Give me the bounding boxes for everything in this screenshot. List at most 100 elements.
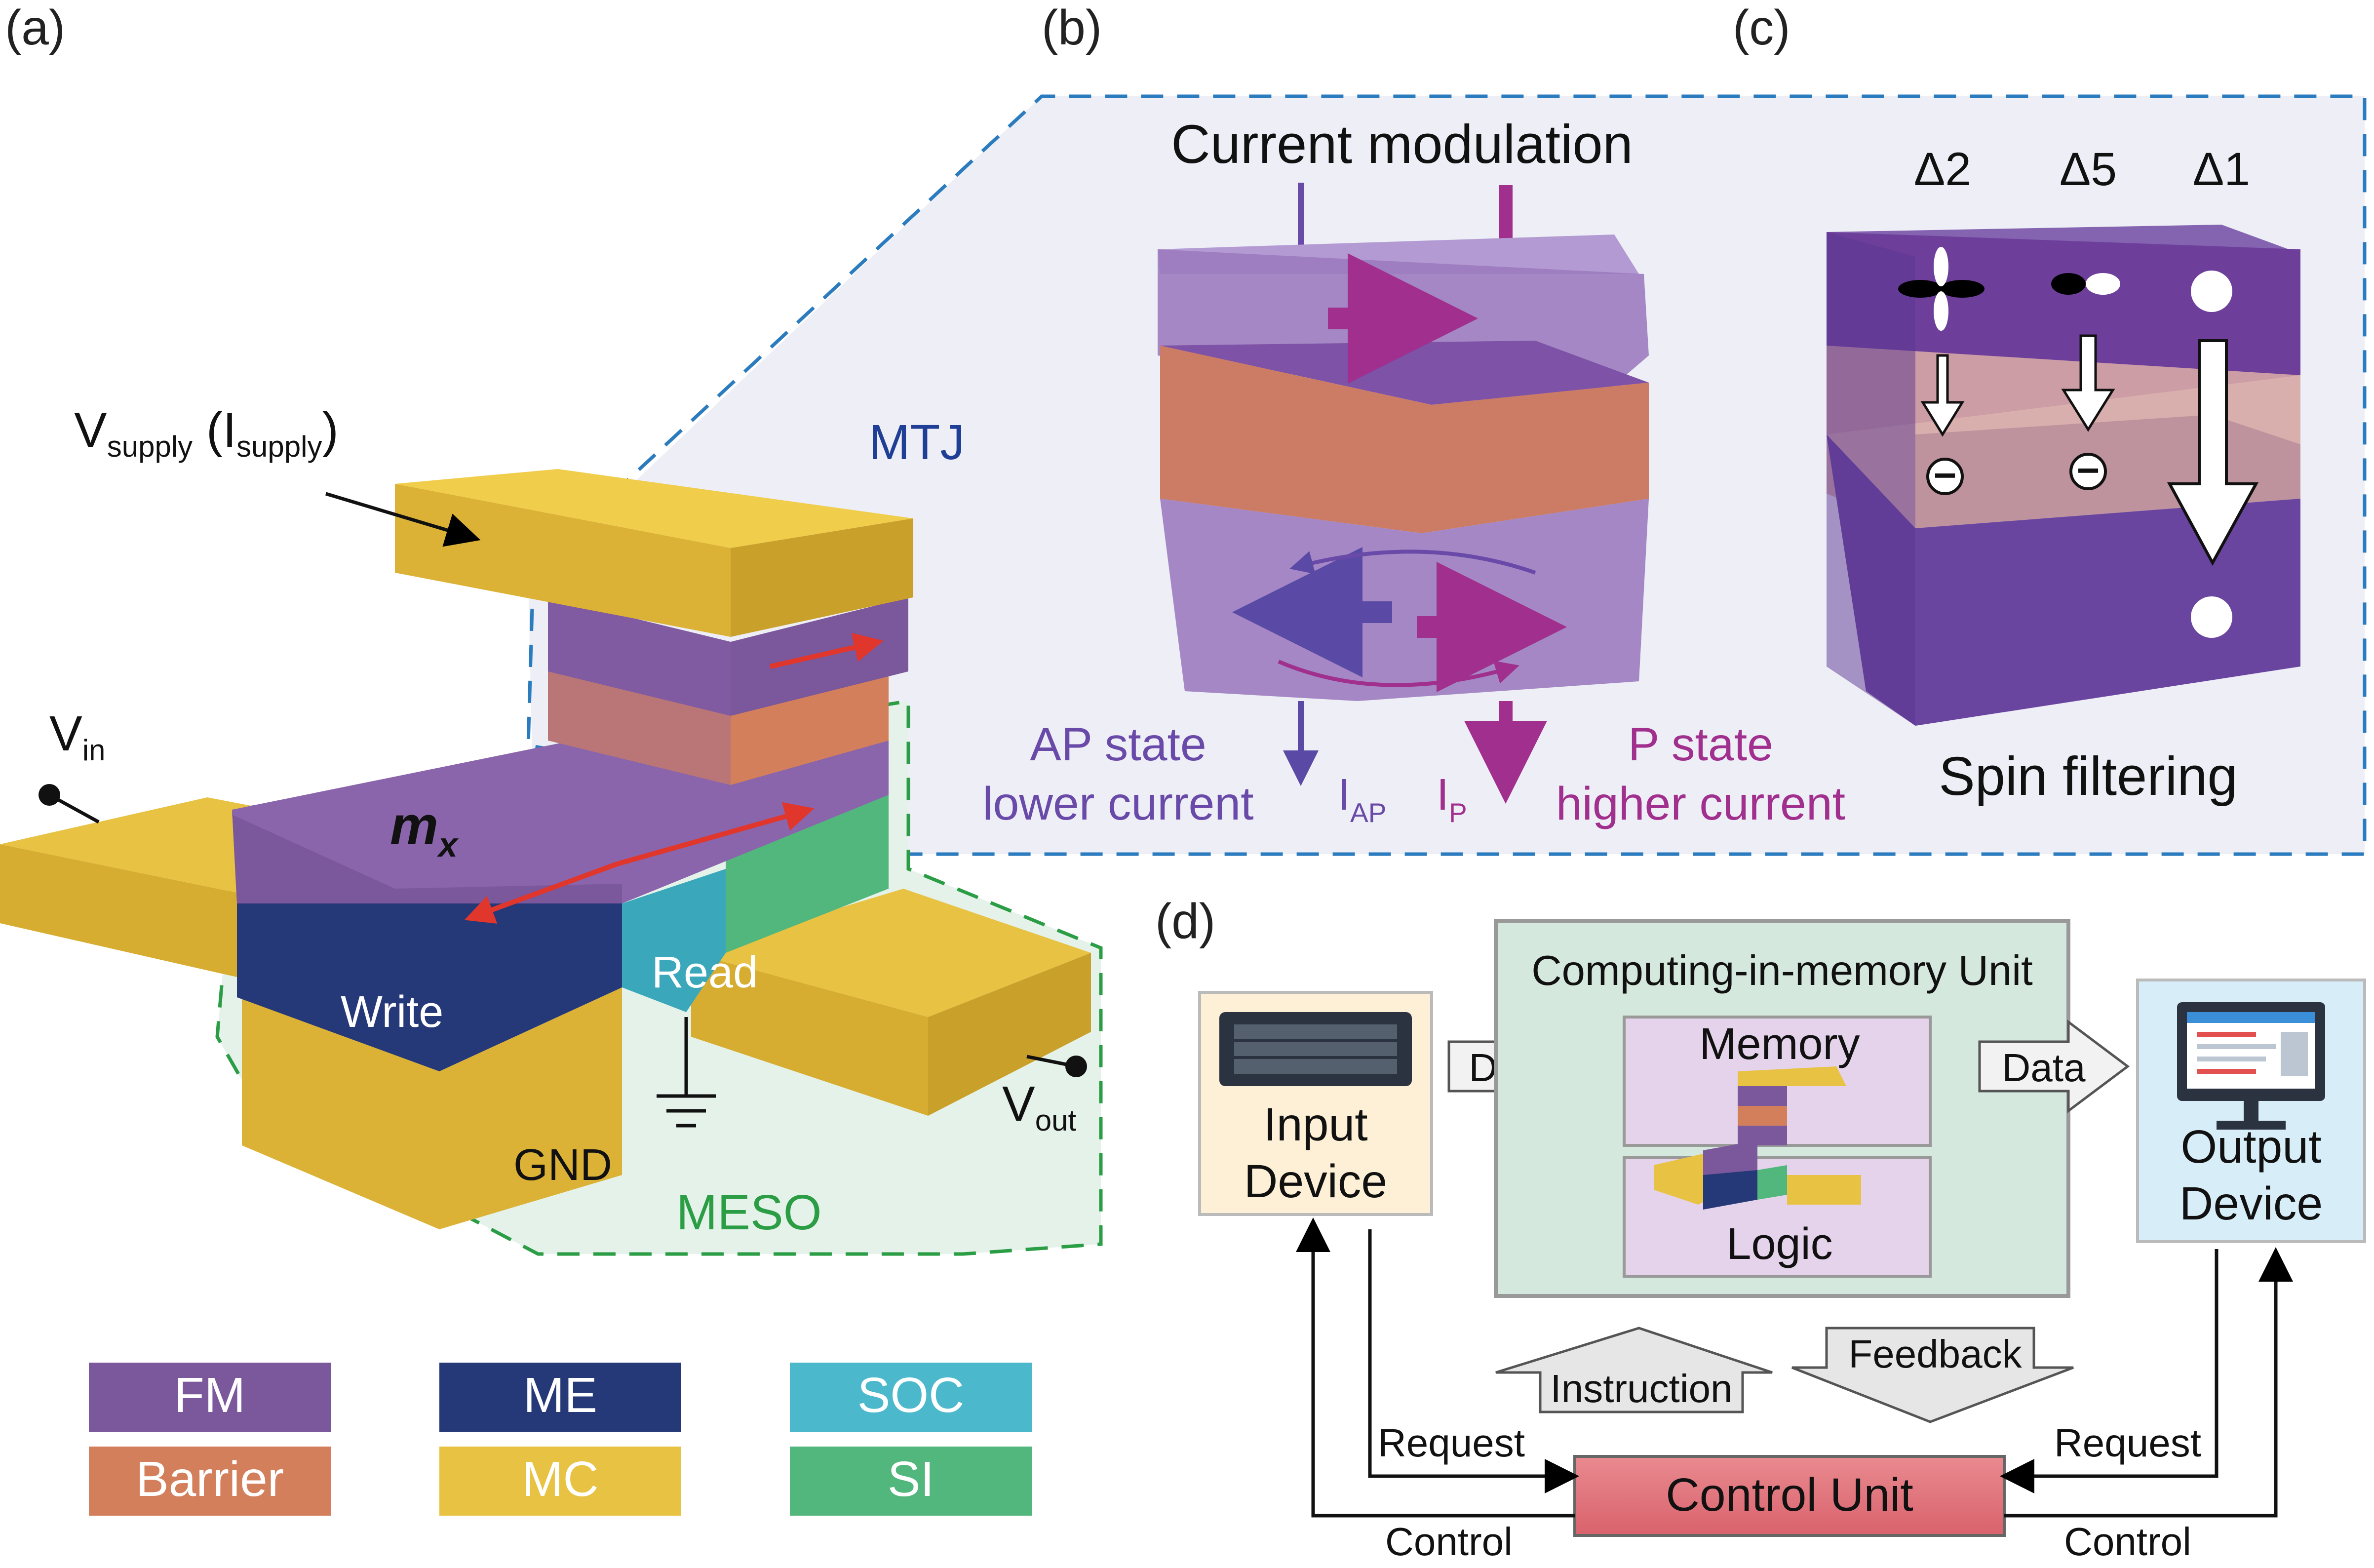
mtj-label: MTJ <box>869 415 965 470</box>
sf-block-lower <box>1827 434 2300 726</box>
vout-terminal <box>1065 1056 1087 1077</box>
request-left-label: Request <box>1378 1421 1525 1465</box>
legend-label-mc: MC <box>522 1451 599 1507</box>
mc-output-bar-side <box>928 953 1091 1116</box>
mtj-barrier-layer <box>1160 346 1649 533</box>
cim-unit-title: Computing-in-memory Unit <box>1531 947 2033 994</box>
gnd-label: GND <box>513 1140 612 1190</box>
input-device-line1: Input <box>1263 1098 1367 1151</box>
legend-swatch-si <box>790 1447 1032 1516</box>
mtj-side <box>548 597 731 785</box>
legend-label-soc: SOC <box>857 1368 965 1423</box>
legend-label-me: ME <box>523 1368 597 1423</box>
control-right-label: Control <box>2064 1520 2191 1564</box>
i-p-label: IP <box>1437 770 1467 828</box>
vout-label: Vout <box>1002 1076 1076 1137</box>
delta1-orbital-icon <box>2191 271 2232 312</box>
meso-device <box>0 469 1091 1229</box>
legend-swatch-barrier <box>89 1447 331 1516</box>
control-unit-label: Control Unit <box>1666 1469 1913 1521</box>
control-left-label: Control <box>1385 1520 1513 1564</box>
feedback-label: Feedback <box>1848 1332 2022 1376</box>
mtj-current-modulation <box>1158 183 1649 804</box>
legend-swatch-fm <box>89 1363 331 1432</box>
mtj-barrier <box>548 671 889 785</box>
feedback-arrow <box>1791 1327 2074 1423</box>
delta5-orbital-icon <box>2051 273 2120 295</box>
vin-label: Vin <box>49 706 105 767</box>
legend-swatch-soc <box>790 1363 1032 1432</box>
mc-output-bar-top <box>691 889 1091 1017</box>
delta5-arrow <box>2061 334 2115 432</box>
sf-block-side <box>1827 232 1915 726</box>
monitor-icon <box>2177 1002 2325 1130</box>
mx-label: mx <box>390 795 459 864</box>
vsupply-lead <box>325 492 481 547</box>
p-state-line1: P state <box>1628 718 1773 771</box>
output-device-line2: Device <box>2179 1177 2323 1230</box>
current-modulation-title: Current modulation <box>1171 114 1633 175</box>
delta1-label: Δ1 <box>2193 143 2250 196</box>
legend-swatch-me <box>439 1363 681 1432</box>
mc-gnd-bar-front <box>242 987 622 1229</box>
request-right-label: Request <box>2054 1421 2201 1465</box>
write-label: Write <box>341 987 443 1037</box>
meso-label: MESO <box>676 1185 821 1240</box>
data-arrow-right <box>1978 1019 2130 1113</box>
legend-label-si: SI <box>888 1451 934 1507</box>
mtj-magnetization-arrow <box>769 632 884 669</box>
ground-symbol <box>657 1017 716 1128</box>
keyboard-icon <box>1219 1012 1412 1086</box>
delta2-arrow <box>1920 354 1965 437</box>
vsupply-label: Vsupply (Isupply) <box>74 402 339 463</box>
ap-state-line1: AP state <box>1030 718 1206 771</box>
instruction-label: Instruction <box>1550 1367 1732 1411</box>
mc-supply-bar-top <box>395 469 913 548</box>
delta2-orbital-icon <box>1898 247 1985 331</box>
panel-label-b: (b) <box>1042 0 1102 55</box>
panel-label-d: (d) <box>1155 894 1215 949</box>
control-line-left <box>1296 1217 1575 1518</box>
architecture-diagram: Input Device Data Computing-in-memory Un… <box>1198 919 2366 1564</box>
input-device-line2: Device <box>1244 1155 1387 1208</box>
memory-label: Memory <box>1699 1019 1860 1069</box>
request-line-left <box>1368 1229 1579 1493</box>
panel-label-c: (c) <box>1733 0 1790 55</box>
electron-delta2-icon <box>1926 458 1964 495</box>
legend: FM ME SOC Barrier MC SI <box>89 1363 1032 1516</box>
control-line-right <box>2004 1247 2293 1518</box>
request-line-right <box>2000 1249 2218 1493</box>
spin-filtering-caption: Spin filtering <box>1939 746 2237 807</box>
output-device-line1: Output <box>2180 1121 2321 1173</box>
mx-arrow-left <box>464 862 618 924</box>
switching-arc-top <box>1289 549 1536 575</box>
legend-label-fm: FM <box>174 1368 245 1423</box>
electron-delta2-minus: − <box>1934 453 1957 497</box>
p-state-line2: higher current <box>1556 778 1845 830</box>
electron-delta5-icon <box>2069 453 2107 490</box>
mini-meso-icon <box>1654 1066 1861 1210</box>
delta2-label: Δ2 <box>1914 143 1971 196</box>
switching-arc-bottom <box>1278 660 1519 687</box>
panel-label-a: (a) <box>5 0 65 55</box>
legend-swatch-mc <box>439 1447 681 1516</box>
transmitted-electron-icon <box>2191 596 2232 638</box>
ap-state-line2: lower current <box>982 778 1253 830</box>
instruction-arrow <box>1495 1327 1773 1413</box>
delta1-arrow <box>2167 339 2259 566</box>
me-write-block <box>237 903 622 1071</box>
electron-delta5-minus: − <box>2077 448 2100 492</box>
mc-supply-bar-side <box>731 518 913 637</box>
delta5-label: Δ5 <box>2060 143 2117 196</box>
logic-label: Logic <box>1726 1219 1832 1269</box>
control-unit-box <box>1573 1455 2006 1537</box>
soc-read-block <box>622 869 726 1012</box>
fm-layer-front <box>232 810 622 903</box>
mc-output-bar-front <box>691 953 928 1116</box>
data-right-label: Data <box>2002 1046 2086 1090</box>
mtj-fm-top <box>548 597 908 716</box>
i-ap-label: IAP <box>1338 770 1386 828</box>
spin-filtering-block: − − <box>1827 225 2300 726</box>
legend-label-barrier: Barrier <box>136 1451 284 1507</box>
